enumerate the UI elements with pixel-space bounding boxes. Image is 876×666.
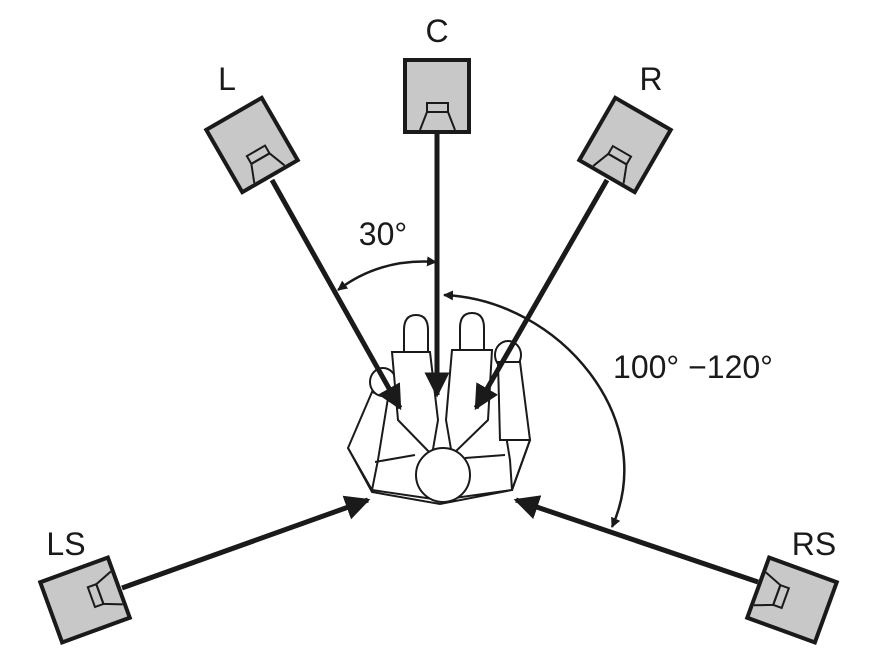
angle-label-front: 30°: [359, 216, 407, 252]
right-leg: [444, 349, 494, 458]
speaker-left: [203, 95, 301, 195]
label-center: C: [425, 13, 448, 49]
listener-head: [415, 447, 471, 503]
right-arrow: [473, 178, 610, 411]
angle-label-surround: 100° −120°: [613, 349, 773, 385]
speaker-right-surround: [744, 555, 840, 645]
surround-angle-arc: [443, 290, 626, 528]
left-foot: [403, 313, 429, 353]
label-right-surround: RS: [792, 526, 836, 562]
left-arrow: [269, 178, 403, 411]
label-left-surround: LS: [46, 526, 85, 562]
speaker-right: [576, 95, 674, 195]
left-surround-arrow: [121, 495, 371, 591]
label-right: R: [639, 61, 662, 97]
right-surround-arrow: [513, 495, 759, 585]
label-left: L: [218, 61, 236, 97]
speaker-left-surround: [37, 555, 133, 645]
front-angle-arc: [337, 256, 437, 291]
right-foot: [459, 311, 485, 351]
speaker-center: [403, 58, 471, 134]
